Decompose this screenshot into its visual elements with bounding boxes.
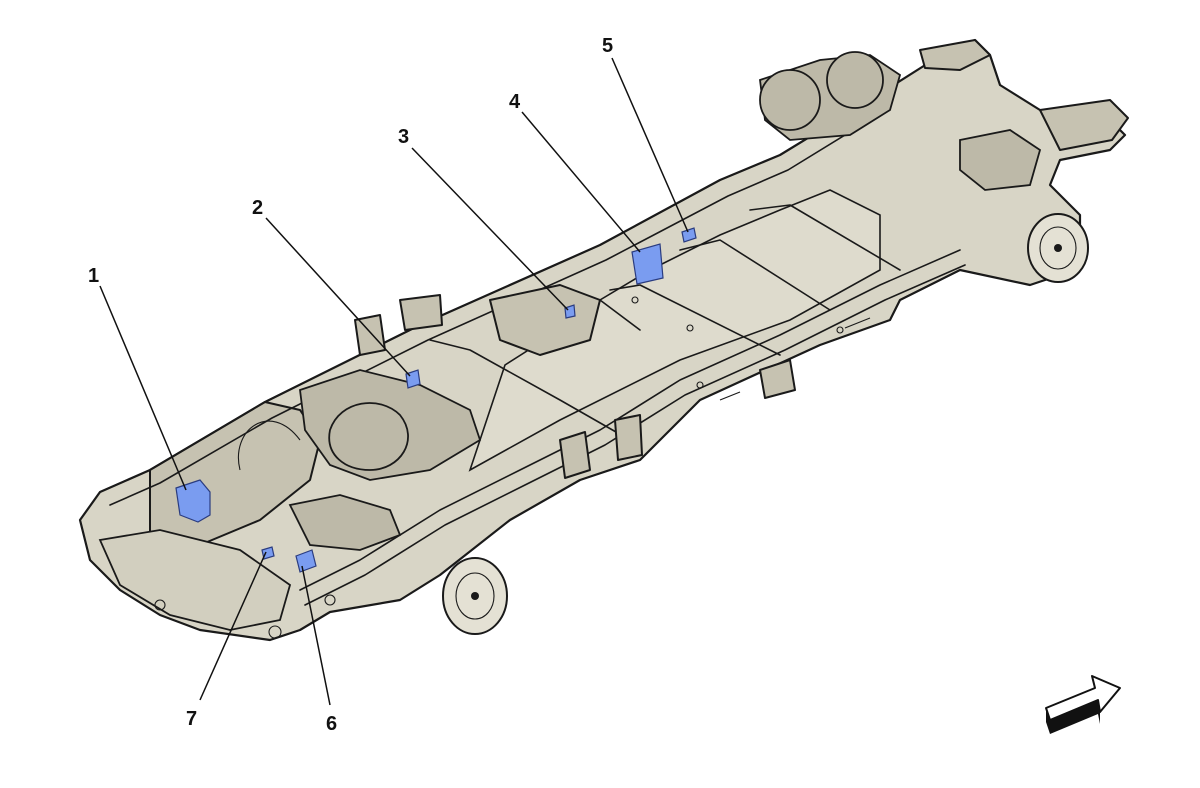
chassis-frame (78, 38, 1129, 642)
part-5[interactable] (681, 227, 697, 243)
leader-line-7 (199, 551, 267, 701)
callout-2: 2 (252, 197, 263, 219)
part-3[interactable] (564, 304, 576, 319)
part-6[interactable] (295, 549, 317, 573)
leader-lines (99, 57, 689, 706)
callout-1: 1 (88, 265, 99, 287)
callout-6: 6 (326, 713, 337, 735)
callout-3: 3 (398, 126, 409, 148)
leader-line-1 (99, 285, 187, 491)
leader-line-5 (611, 57, 689, 233)
leader-line-2 (265, 217, 411, 377)
callout-5: 5 (602, 35, 613, 57)
highlighted-parts (175, 227, 697, 573)
part-1[interactable] (175, 479, 211, 523)
direction-arrow-icon (1045, 675, 1121, 734)
leader-line-3 (411, 147, 569, 311)
leader-line-6 (301, 565, 331, 706)
callout-4: 4 (509, 91, 521, 113)
part-2[interactable] (405, 369, 421, 389)
leader-line-4 (521, 111, 641, 253)
callout-labels: 1 2 3 4 5 6 7 (88, 35, 613, 735)
callout-7: 7 (186, 708, 197, 730)
part-4[interactable] (631, 243, 664, 285)
